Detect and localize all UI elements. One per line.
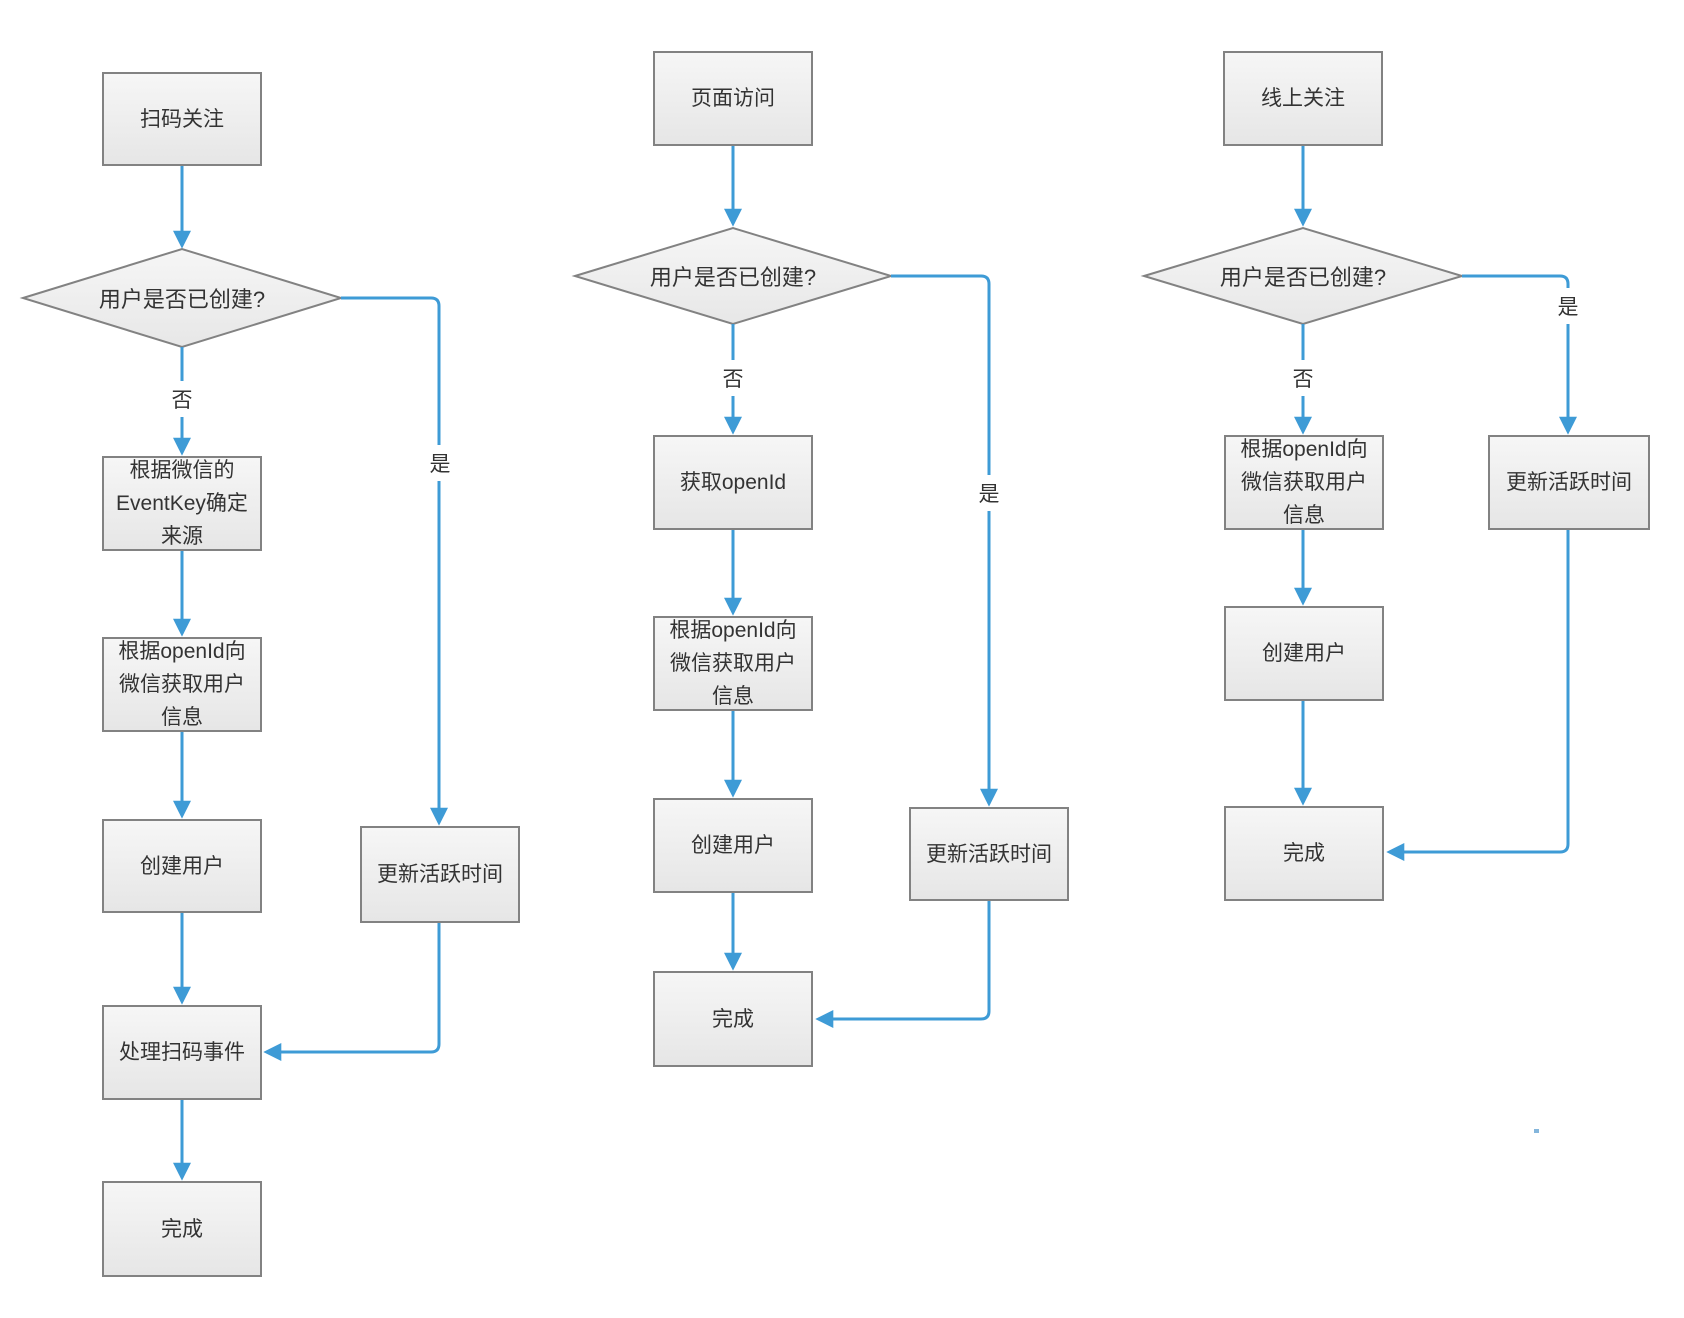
edge-label-no: 否 [716, 360, 750, 396]
node-done: 完成 [102, 1181, 262, 1277]
edge-yes-branch [341, 296, 448, 826]
node-fetch-user-info: 根据openId向微信获取用户信息 [653, 616, 813, 711]
node-handle-scan-event: 处理扫码事件 [102, 1005, 262, 1100]
edge-yes-branch [1462, 274, 1577, 435]
decision-label-user-created: 用户是否已创建? [98, 287, 266, 312]
edge-label-yes: 是 [1551, 288, 1585, 324]
node-update-active-time: 更新活跃时间 [360, 826, 520, 923]
node-create-user: 创建用户 [653, 798, 813, 893]
edge-label-yes: 是 [423, 445, 457, 481]
edge-yes-merge [815, 901, 991, 1028]
node-page-visit-start: 页面访问 [653, 51, 813, 146]
edge-yes-branch [891, 274, 998, 807]
node-done: 完成 [653, 971, 813, 1067]
node-update-active-time: 更新活跃时间 [1488, 435, 1650, 530]
edge-label-no: 否 [165, 381, 199, 417]
decision-label-user-created: 用户是否已创建? [1219, 265, 1387, 290]
edge-yes-merge [263, 923, 441, 1061]
edge-label-no: 否 [1286, 360, 1320, 396]
node-online-follow-start: 线上关注 [1223, 51, 1383, 146]
node-update-active-time: 更新活跃时间 [909, 807, 1069, 901]
node-create-user: 创建用户 [102, 819, 262, 913]
edge-label-yes: 是 [972, 475, 1006, 511]
node-fetch-user-info: 根据openId向微信获取用户信息 [1224, 435, 1384, 530]
node-create-user: 创建用户 [1224, 606, 1384, 701]
node-get-openid: 获取openId [653, 435, 813, 530]
node-eventkey-source: 根据微信的EventKey确定来源 [102, 456, 262, 551]
node-scan-follow-start: 扫码关注 [102, 72, 262, 166]
node-fetch-user-info: 根据openId向微信获取用户信息 [102, 637, 262, 732]
stray-mark [1534, 1129, 1539, 1133]
node-done: 完成 [1224, 806, 1384, 901]
edge-yes-merge [1386, 530, 1570, 861]
decision-label-user-created: 用户是否已创建? [649, 265, 817, 290]
